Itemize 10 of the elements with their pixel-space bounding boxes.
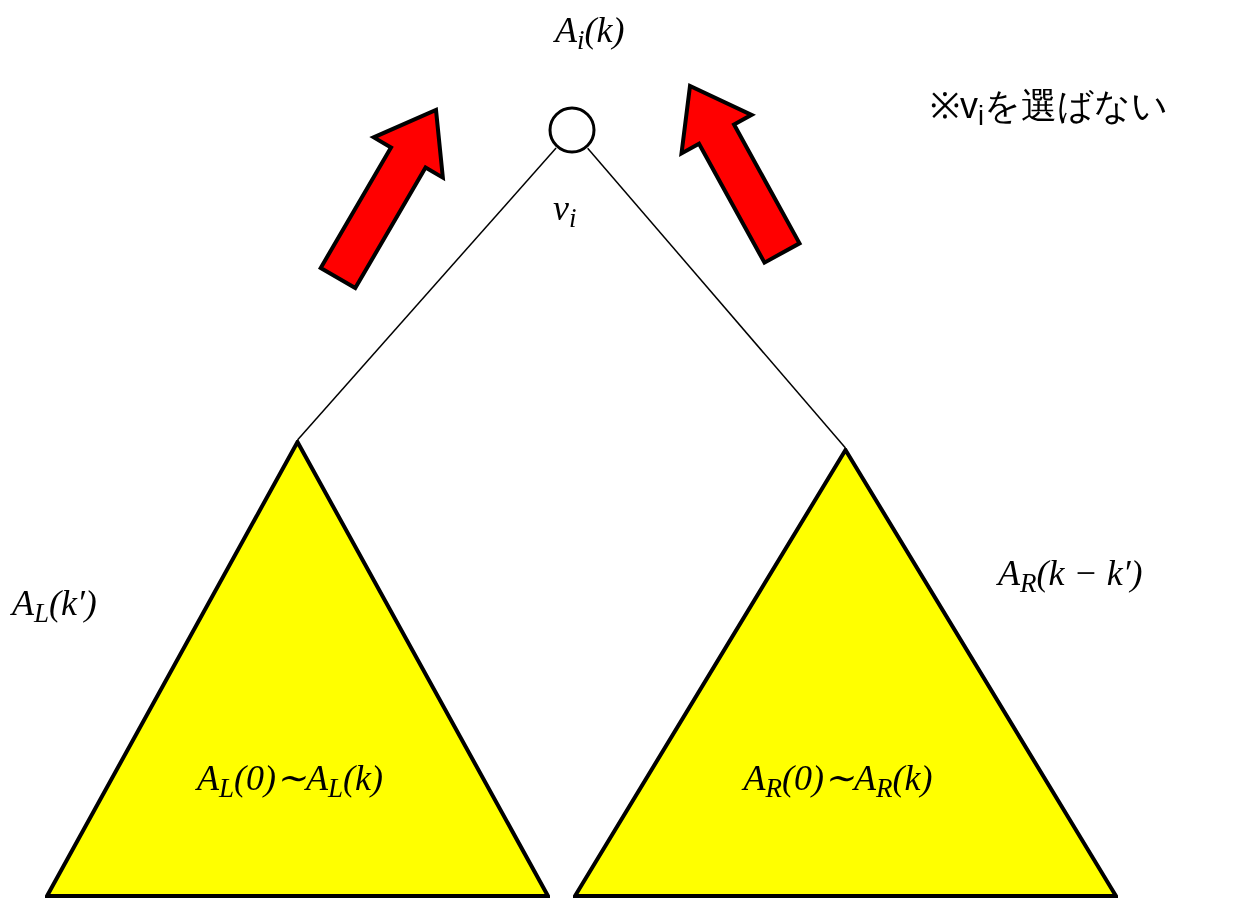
subtree-label: A$_{L}$(0)∼A$_{L}$(k) [197, 760, 383, 796]
connector-line [296, 147, 557, 441]
subtree-label: A$_{R}$(0)∼A$_{R}$(k) [743, 760, 933, 796]
node-label: A$_{R}$(k − k′) [998, 555, 1143, 591]
note-text: ※v$_{i}$を選ばない [930, 88, 1168, 124]
node-label: A$_{i}$(k) [555, 12, 625, 48]
node-label: A$_{L}$(k′) [12, 585, 97, 621]
connector-line [586, 147, 847, 449]
node-label: v$_{i}$ [553, 190, 577, 226]
node-circle [548, 106, 596, 154]
